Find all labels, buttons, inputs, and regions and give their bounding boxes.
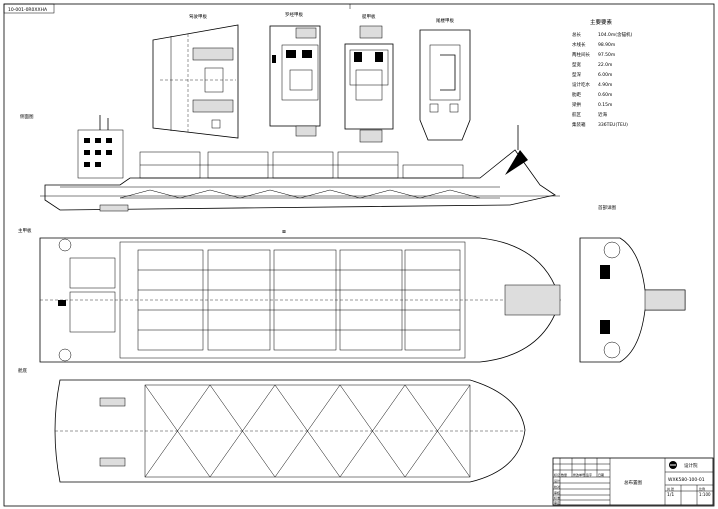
svg-text:审核: 审核 [554,490,560,495]
spec-row: 集装箱 336TEU(TEU) [572,121,628,128]
svg-text:水线长: 水线长 [572,41,586,48]
sheet-number: 1/1 [667,492,674,498]
spec-row: 型深 6.00m [572,71,612,78]
svg-text:型深: 型深 [572,71,581,78]
view-title-boat: 艇甲板 [362,13,376,20]
view-title-wheelhouse: 驾驶甲板 [189,13,207,20]
specs-title: 主要要素 [590,18,613,26]
svg-text:两柱间长: 两柱间长 [572,51,590,58]
svg-text:设计吃水: 设计吃水 [572,81,590,88]
svg-text:型宽: 型宽 [572,61,581,68]
svg-text:0.15m: 0.15m [598,102,612,108]
bridge-deck-plan [269,25,321,137]
view-title-bow-detail: 首部详图 [598,204,616,211]
profile-view: ⊠ [40,115,560,235]
svg-text:4.90m: 4.90m [598,82,612,88]
spec-row: 航区 近海 [572,111,607,118]
spec-row: 肋距 0.60m [572,91,612,98]
drawing-name: 总布置图 [624,479,642,486]
drawing-id: 10-001-0R0XXHA [8,7,48,13]
drawing-number: WXK580-100-01 [668,477,705,483]
spec-row: 两柱间长 97.50m [572,51,615,58]
drawing-border [3,3,715,507]
svg-text:数量: 数量 [561,472,567,477]
spec-row: 梁拱 0.15m [572,101,612,108]
spec-row: 总长 104.0m(含锚机) [572,31,633,38]
wheelhouse-plan [152,24,239,139]
svg-text:6.00m: 6.00m [598,72,612,78]
svg-text:总长: 总长 [572,31,581,38]
svg-text:336TEU(TEU): 336TEU(TEU) [598,122,628,128]
svg-text:校对: 校对 [554,484,560,489]
svg-text:共 张: 共 张 [667,486,674,491]
main-deck-plan [39,237,561,363]
svg-text:0.60m: 0.60m [598,92,612,98]
svg-text:标准: 标准 [554,495,560,500]
svg-text:22.0m: 22.0m [598,62,612,68]
boat-deck-plan [344,25,394,143]
poop-deck-plan [419,29,471,141]
svg-text:肋距: 肋距 [572,91,581,98]
spec-row: 水线长 98.90m [572,41,615,48]
company-name: 设计院 [684,462,698,469]
spec-row: 设计吃水 4.90m [572,81,612,88]
svg-text:标记: 标记 [554,472,560,477]
svg-text:104.0m(含锚机): 104.0m(含锚机) [598,31,633,38]
view-title-main-deck: 主甲板 [18,227,32,234]
svg-text:设计: 设计 [554,478,560,483]
spec-row: 型宽 22.0m [572,61,612,68]
bow-detail-view [579,237,686,363]
view-title-profile: 侧面图 [20,113,34,120]
svg-text:签字: 签字 [586,472,592,477]
svg-text:⊠: ⊠ [282,230,286,235]
svg-text:修改单号: 修改单号 [573,472,585,477]
svg-text:航区: 航区 [572,111,581,118]
view-title-poop: 尾楼甲板 [436,17,454,24]
scale: 1:100 [699,492,711,497]
svg-text:98.90m: 98.90m [598,42,615,48]
view-title-bridge: 罗经甲板 [285,11,303,18]
title-block: 标记 数量 修改单号 签字 日期 设计 校对 审核 标准 审定 总布置图 设计院… [552,457,714,506]
svg-text:比例: 比例 [699,486,705,491]
svg-text:审定: 审定 [554,500,560,505]
svg-text:日期: 日期 [598,472,604,477]
drawing-id-box: 10-001-0R0XXHA [3,3,55,14]
svg-text:梁拱: 梁拱 [572,101,581,108]
svg-text:97.50m: 97.50m [598,52,615,58]
svg-text:近海: 近海 [598,111,607,118]
view-title-hold: 舱底 [18,367,27,374]
hold-plan [54,379,526,483]
svg-text:集装箱: 集装箱 [572,121,586,128]
